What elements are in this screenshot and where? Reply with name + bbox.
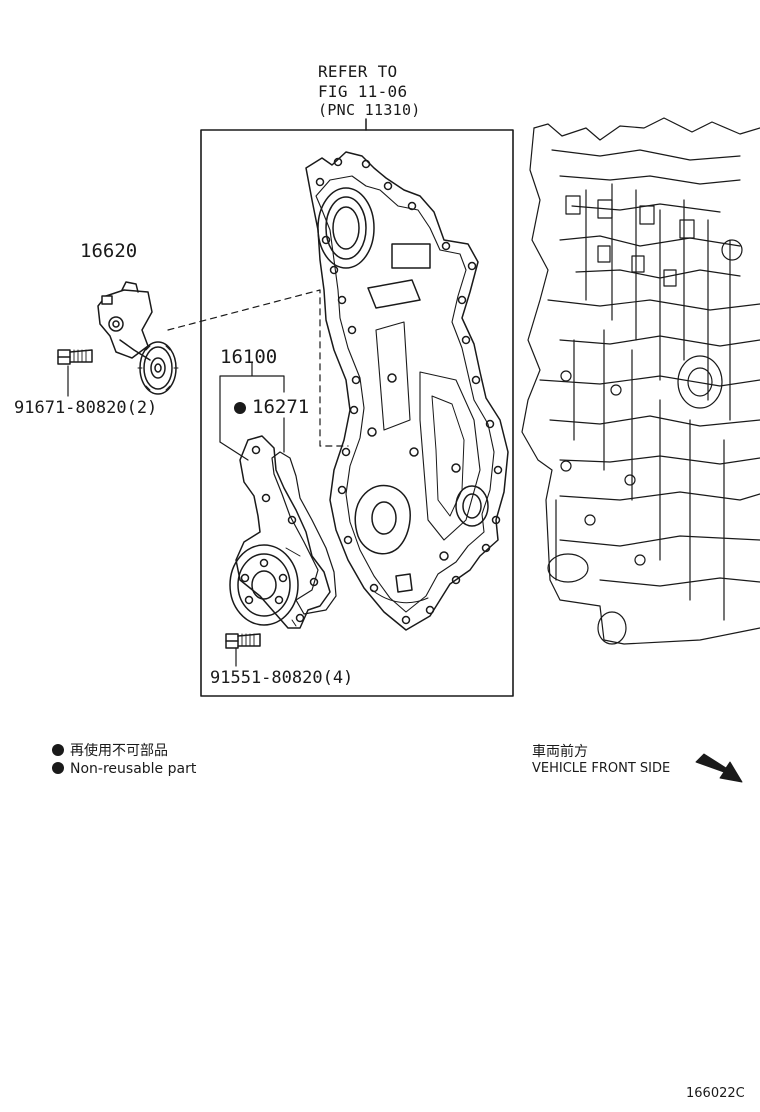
figure-id: 166022C (686, 1086, 745, 1101)
reference-frame (200, 129, 514, 697)
legend-jp: 再使用不可部品 (52, 740, 168, 760)
part-number-tensioner: 16620 (80, 240, 138, 262)
water-pump (229, 435, 331, 629)
refer-pnc-label: (PNC 11310) (318, 101, 421, 119)
tensioner-bolt (57, 349, 93, 365)
arrow-down-right-icon (695, 753, 743, 783)
direction-label-en: VEHICLE FRONT SIDE (532, 761, 671, 776)
engine-block (521, 117, 760, 645)
timing-cover (305, 151, 509, 631)
legend-jp-text: 再使用不可部品 (70, 743, 168, 759)
water-pump-gasket (271, 451, 337, 615)
refer-to-label: REFER TO (318, 62, 398, 81)
legend-en: Non-reusable part (52, 761, 196, 777)
part-number-gasket: 16271 (234, 396, 309, 418)
legend-en-text: Non-reusable part (70, 761, 197, 777)
part-number-tensioner-bolt: 91671-80820(2) (14, 398, 158, 418)
tensioner-dash-leader (167, 289, 349, 447)
direction-label-jp: 車両前方 (532, 744, 588, 760)
pump-body-leader (219, 441, 249, 461)
refer-figure-label: FIG 11-06 (318, 82, 408, 101)
legend-bullet-icon (52, 744, 64, 756)
gasket-number-text: 16271 (252, 396, 310, 418)
belt-tensioner (97, 281, 179, 395)
part-number-water-pump: 16100 (220, 346, 278, 368)
non-reusable-bullet-icon (234, 402, 246, 414)
part-number-pump-bolt: 91551-80820(4) (210, 668, 354, 688)
water-pump-bracket (219, 361, 285, 443)
legend-bullet-icon (52, 762, 64, 774)
water-pump-bolt (225, 633, 261, 667)
